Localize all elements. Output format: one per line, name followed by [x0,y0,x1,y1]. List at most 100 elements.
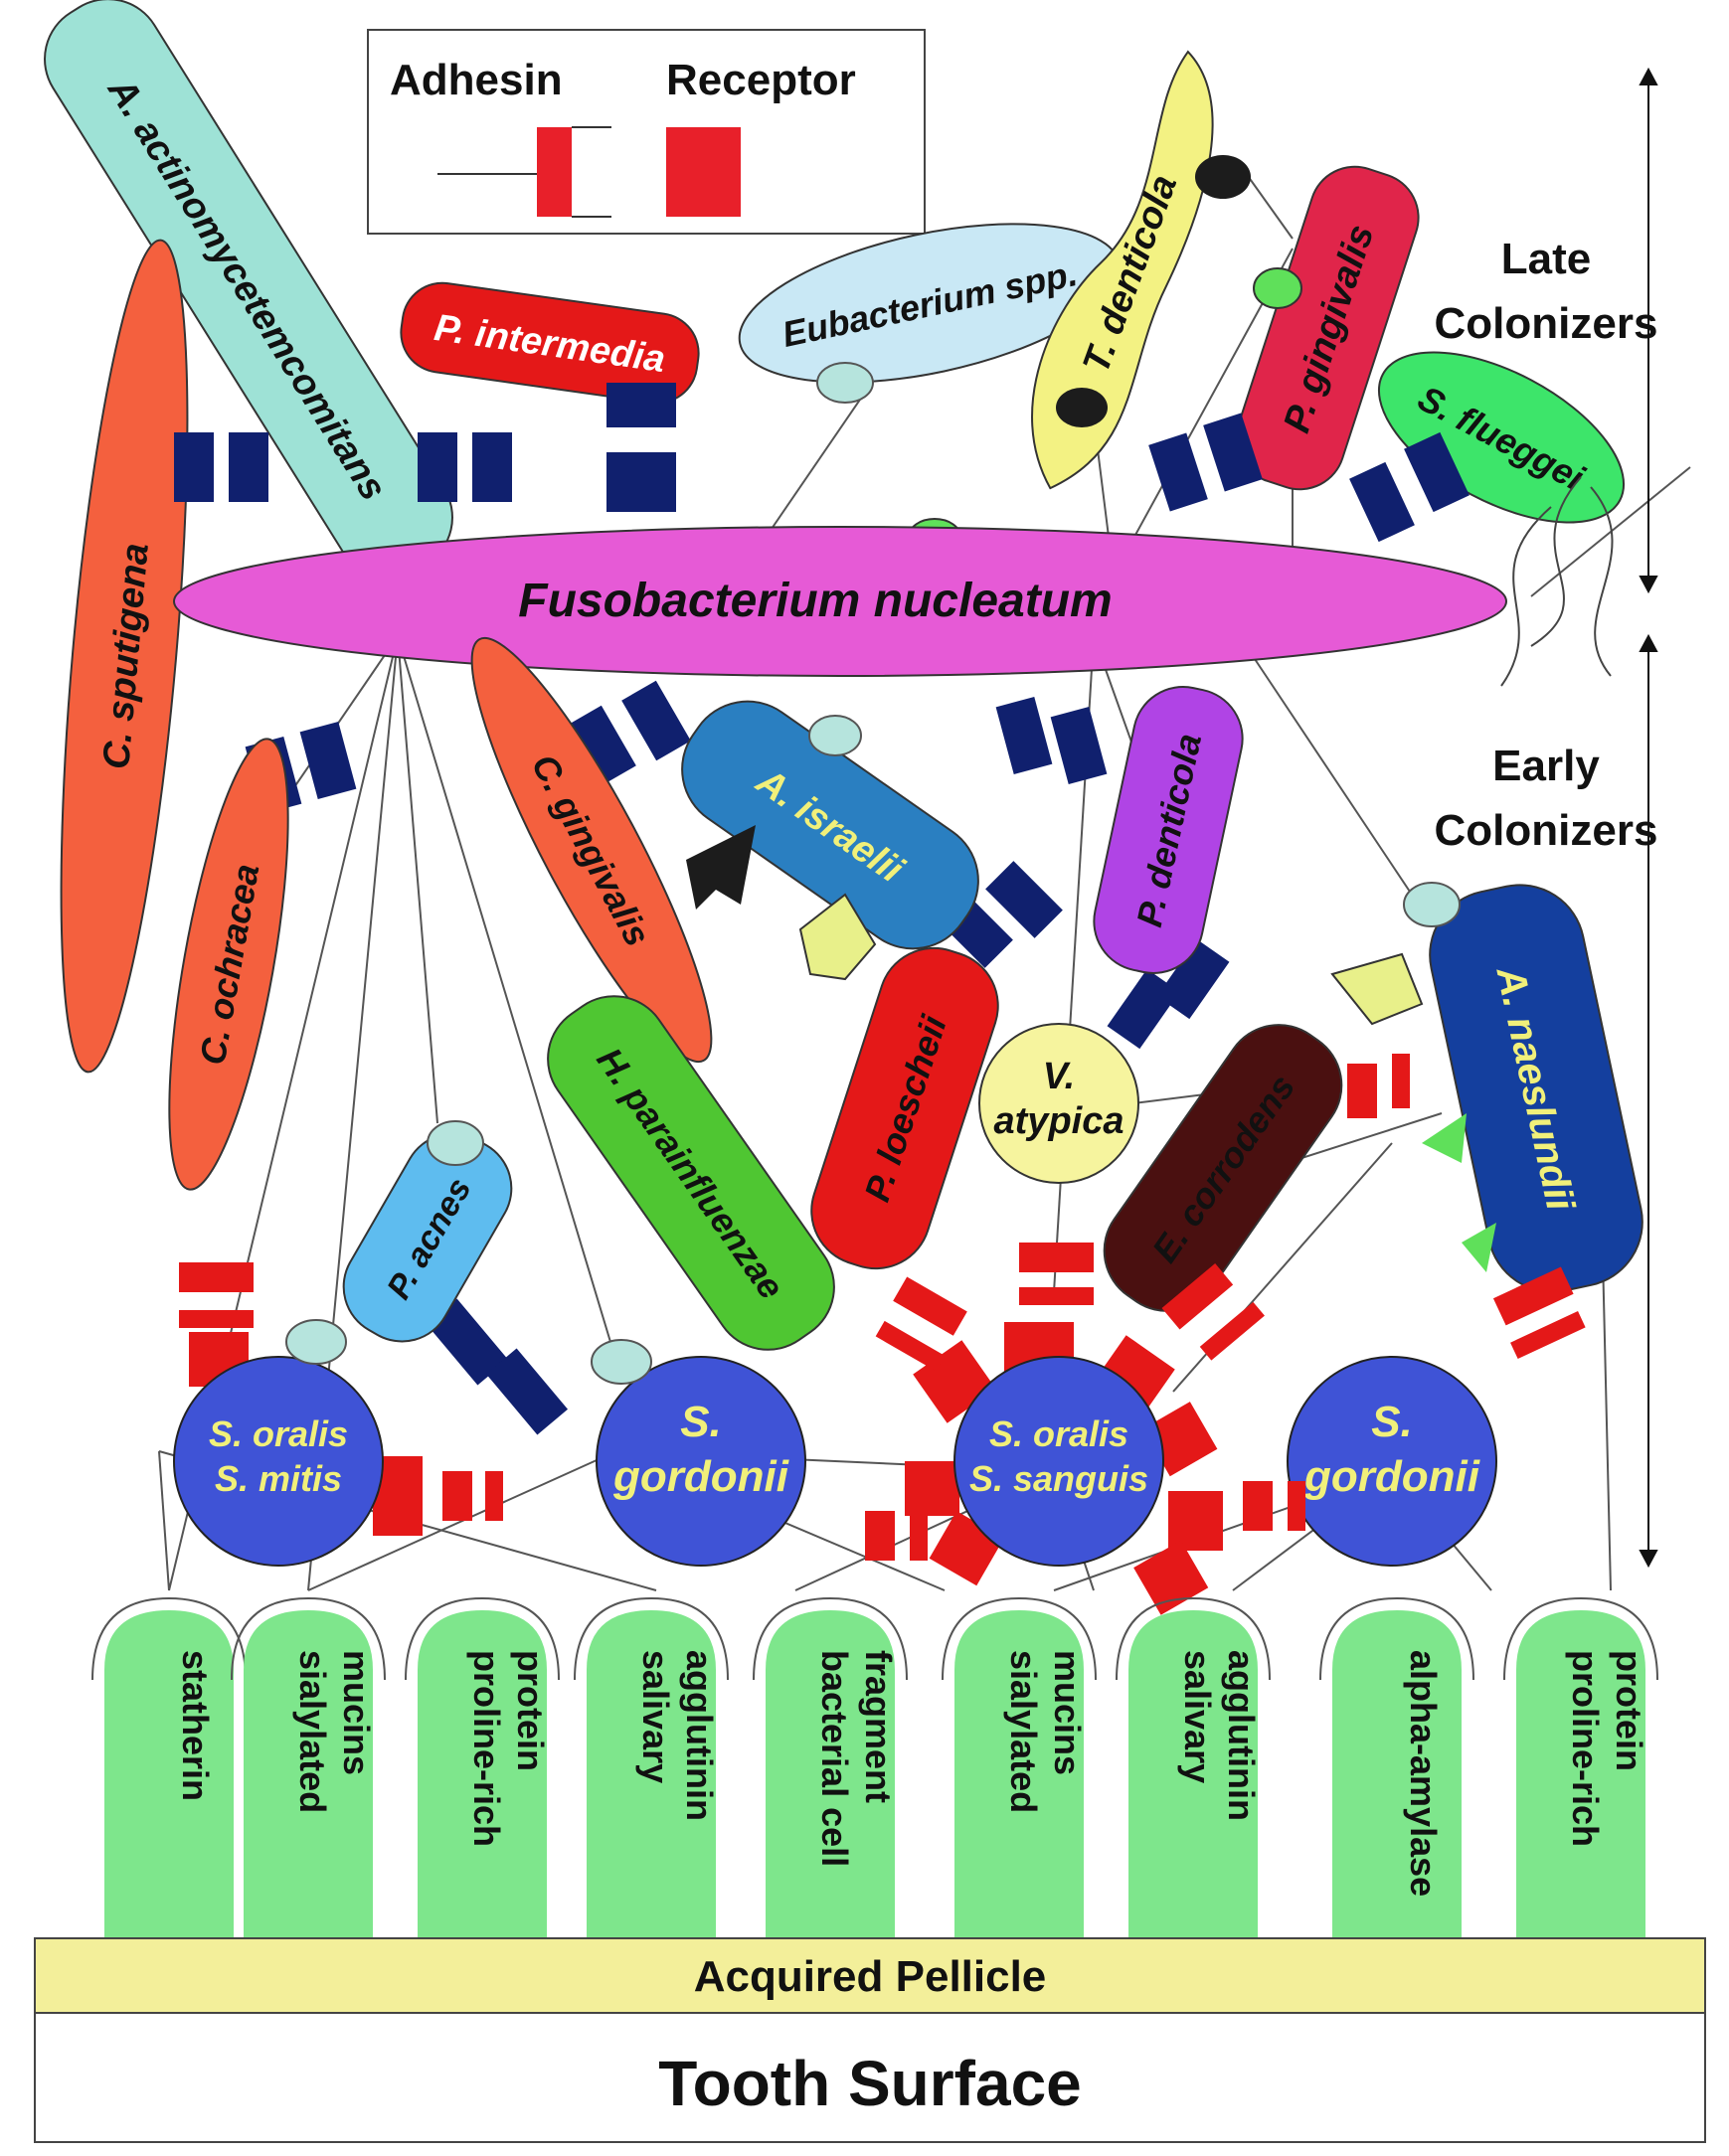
late-colonizers-label-2: Colonizers [1435,299,1658,348]
p-acnes-cell: P. acnes [342,1132,513,1343]
a-israelii-yellow-adhesin [798,893,877,981]
eubacterium-cell: Eubacterium spp. [738,223,1122,384]
receptor-label: salivary [1177,1650,1218,1783]
s-gordonii-2-cell: S. gordonii [1287,1356,1497,1567]
p-denticola-cell: P. denticola [1093,686,1244,974]
early-colonizers-label-1: Early [1492,742,1600,790]
receptor-cup [231,1596,386,1681]
receptor-stalk [104,1610,234,1938]
receptor-stalk [244,1610,373,1938]
acquired-pellicle-label: Acquired Pellicle [694,1952,1047,2001]
receptor-label: salivary [635,1650,676,1783]
s-oralis-mitis-cell: S. oralis S. mitis [173,1356,384,1567]
receptor-stalk [1128,1610,1258,1938]
s-oralis-sanguis-cell: S. oralis S. sanguis [953,1356,1164,1567]
s-gordonii-1-label-1: S. [680,1398,722,1446]
t-denticola-adhesin-top [1195,155,1251,199]
receptor-label: mucins [1047,1650,1088,1775]
stage-arrows [1639,67,1658,1569]
receptor-stalk [766,1610,895,1938]
v-atypica-cell: V. atypica [978,1023,1139,1184]
acquired-pellicle-band [34,1937,1706,2014]
s-oralis-mitis-adhesin [285,1319,347,1365]
s-oralis-sanguis-label-1: S. oralis [989,1413,1128,1454]
s-gordonii-1-cell: S. gordonii [596,1356,806,1567]
a-naeslundii-yellow-adhesin [1330,952,1424,1026]
receptor-label: agglutinin [1221,1650,1262,1821]
s-gordonii-2-label-2: gordonii [1303,1452,1480,1501]
v-atypica-label-2: atypica [994,1100,1124,1142]
a-israelii-cell: A. israelii [681,700,979,950]
receptor-label: bacterial cell [814,1650,855,1867]
legend-receptor-symbol [666,127,741,217]
receptor-cup [574,1596,729,1681]
s-oralis-mitis-label-1: S. oralis [209,1413,348,1454]
a-israelii-black-adhesin [686,825,756,910]
tooth-surface-label: Tooth Surface [658,2048,1082,2119]
s-gordonii-2-label-1: S. [1371,1398,1413,1446]
receptor-cup [405,1596,560,1681]
receptor-label: alpha-amylase [1403,1650,1444,1897]
receptor-cup [1503,1596,1658,1681]
legend-receptor-label: Receptor [666,56,856,104]
c-sputigena-cell: C. sputigena [60,239,189,1074]
legend-adhesin-label: Adhesin [390,56,563,104]
p-intermedia-cell: P. intermedia [400,281,700,405]
receptor-label: fragment [858,1650,899,1803]
receptor-label: statherin [175,1650,216,1801]
p-gingivalis-cell: P. gingivalis [1235,165,1420,491]
receptor-label: protein [1609,1650,1649,1771]
receptor-cup [942,1596,1097,1681]
a-israelii-adhesin [808,715,862,756]
receptor-molecule: alpha-amylase [1319,1596,1474,1938]
a-naeslundii-adhesin [1403,882,1461,927]
receptor-stalk [1332,1610,1462,1938]
tooth-surface-band [34,2012,1706,2143]
legend-adhesin-cup [572,126,611,218]
s-gordonii-1-label-2: gordonii [612,1452,789,1501]
receptor-label: sialylated [1003,1650,1044,1813]
red-adhesins [179,1054,1586,1561]
p-gingivalis-receptor-green [1253,267,1302,309]
late-colonizers-label-1: Late [1501,235,1591,283]
early-colonizers-label-2: Colonizers [1435,806,1658,855]
legend-adhesin-symbol [537,127,572,217]
receptor-cup [1319,1596,1474,1681]
c-ochracea-cell: C. ochracea [168,738,289,1191]
receptor-stalk [587,1610,716,1938]
a-naeslundii-green-adhesin [1422,1113,1467,1163]
s-flueggei-flagella [1500,476,1614,687]
receptor-stalk [1516,1610,1645,1938]
fusobacterium-nucleatum-label: Fusobacterium nucleatum [518,575,1112,627]
eubacterium-adhesin [816,362,874,404]
s-oralis-mitis-label-2: S. mitis [215,1458,342,1499]
receptor-label: mucins [336,1650,377,1775]
receptor-label: agglutinin [679,1650,720,1821]
receptor-stalk [418,1610,547,1938]
a-naeslundii-cell: A. naeslundii [1429,884,1643,1293]
receptor-label: protein [510,1650,551,1771]
t-denticola-adhesin-bottom [1056,388,1108,427]
v-atypica-label-1: V. [1043,1056,1075,1097]
a-naeslundii-green-adhesin-2 [1462,1223,1496,1272]
legend-box [367,29,926,235]
p-acnes-adhesin [427,1120,484,1166]
receptor-label: proline-rich [1565,1650,1606,1847]
receptor-cup [1116,1596,1271,1681]
receptor-label: proline-rich [466,1650,507,1847]
fusobacterium-nucleatum-cell: Fusobacterium nucleatum [173,526,1507,677]
p-loescheii-cell: P. loescheii [810,946,999,1270]
receptor-label: sialylated [292,1650,333,1813]
s-gordonii-1-adhesin [591,1339,652,1385]
receptor-cup [753,1596,908,1681]
receptor-molecule: statherin [91,1596,247,1938]
